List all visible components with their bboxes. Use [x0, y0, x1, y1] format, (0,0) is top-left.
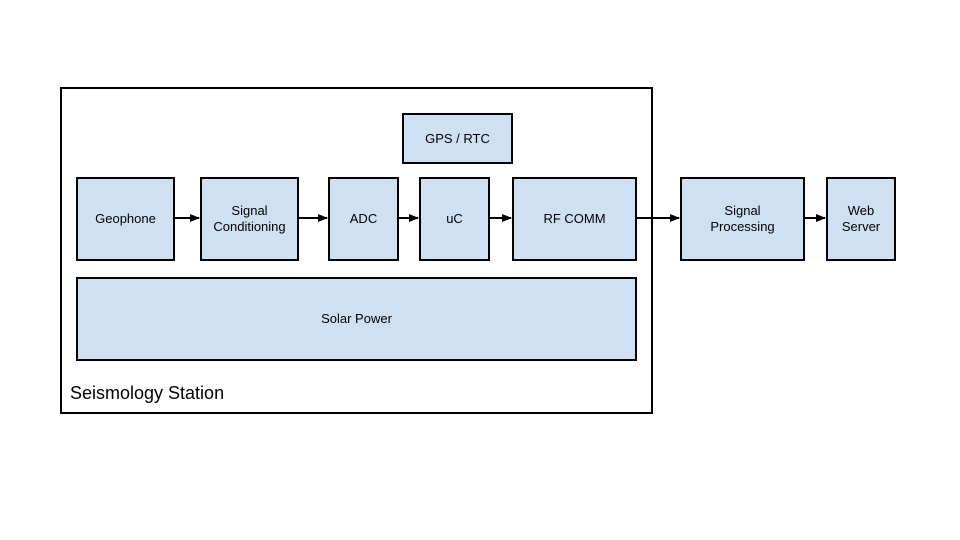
station-label: Seismology Station: [70, 383, 225, 403]
adc-block: ADC: [328, 177, 399, 261]
signal-processing-block: Signal Processing: [680, 177, 805, 261]
rf-comm-block: RF COMM: [512, 177, 637, 261]
microcontroller-block: uC: [419, 177, 490, 261]
seismology-station-boundary: [60, 87, 653, 414]
geophone-block: Geophone: [76, 177, 175, 261]
gps-rtc-block: GPS / RTC: [402, 113, 513, 164]
web-server-block: Web Server: [826, 177, 896, 261]
solar-power-block: Solar Power: [76, 277, 637, 361]
signal-conditioning-block: Signal Conditioning: [200, 177, 299, 261]
